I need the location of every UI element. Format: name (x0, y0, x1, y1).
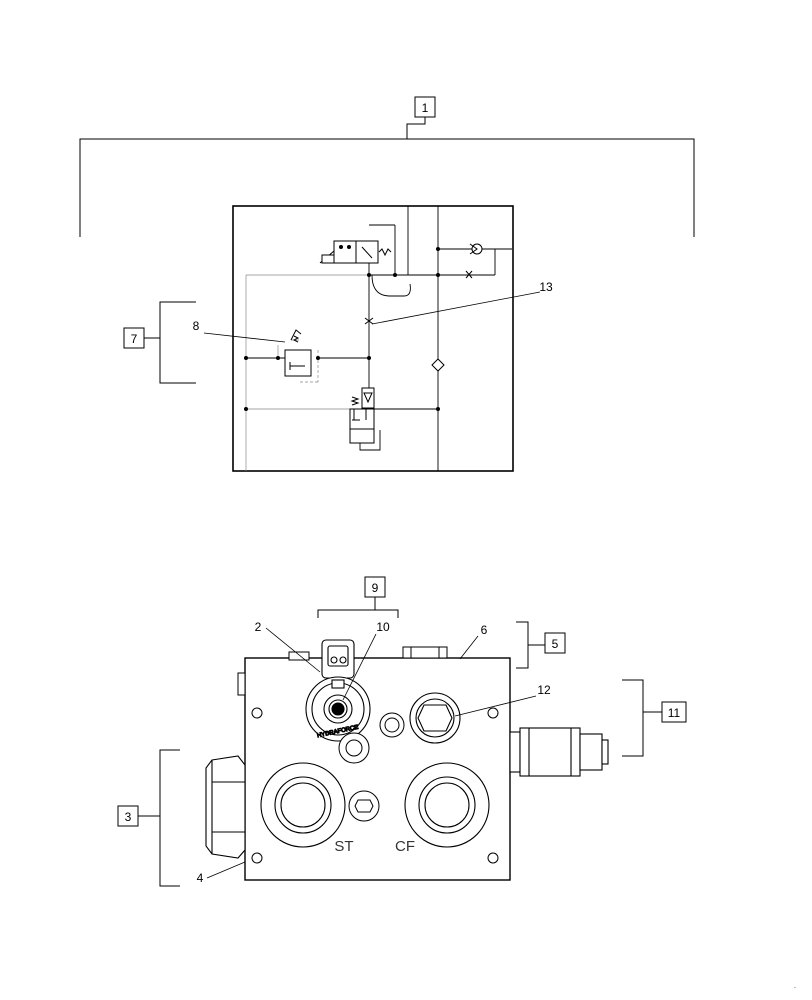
port-st (260, 762, 346, 848)
callout-2: 2 (255, 620, 321, 673)
callout-4: 4 (197, 861, 246, 885)
svg-text:4: 4 (197, 871, 204, 885)
callout-1: 1 (79, 96, 695, 237)
side-pin (237, 672, 246, 696)
svg-text:1: 1 (422, 101, 429, 115)
callout-10: 10 (342, 620, 390, 701)
cartridge-valve-12 (409, 692, 461, 744)
directional-valve-symbol (349, 387, 375, 444)
small-port-plugs (338, 712, 405, 822)
svg-text:10: 10 (376, 620, 390, 634)
svg-text:5: 5 (552, 637, 559, 651)
corner-mark: ` (794, 988, 796, 994)
svg-text:2: 2 (255, 620, 262, 634)
callout-12: 12 (454, 683, 551, 717)
callout-9: 9 (317, 576, 399, 618)
svg-text:8: 8 (193, 319, 200, 333)
relief-valve-symbol (284, 329, 312, 377)
left-port-fitting (205, 755, 246, 859)
svg-text:11: 11 (668, 706, 681, 720)
orifice-symbols (364, 270, 473, 325)
check-valve-vertical (431, 358, 445, 372)
callout-5: 5 (516, 621, 566, 669)
solenoid-valve-symbol (319, 240, 392, 264)
right-cartridge-valve (509, 727, 609, 777)
port-cf (404, 762, 490, 848)
callout-7: 7 (123, 301, 196, 384)
callout-13: 13 (371, 280, 553, 325)
svg-text:7: 7 (131, 332, 138, 346)
schematic-group: 1 (79, 96, 695, 472)
svg-text:6: 6 (481, 623, 488, 637)
valve-block-group: 9 (117, 576, 687, 887)
schematic-pilot-lines (245, 274, 369, 471)
check-valve-symbol (469, 243, 483, 255)
solenoid-coil: HYDRAFORCE (305, 639, 371, 742)
callout-3: 3 (117, 749, 180, 887)
svg-text:12: 12 (537, 683, 551, 697)
coil-base (288, 651, 310, 661)
mounting-holes (251, 707, 499, 864)
junction-dots (244, 247, 440, 411)
top-port-plug (402, 646, 448, 659)
callout-8: 8 (193, 319, 286, 343)
svg-text:9: 9 (372, 581, 379, 595)
port-st-label: ST (334, 838, 353, 855)
port-cf-label: CF (395, 838, 415, 855)
callout-11: 11 (622, 679, 687, 757)
svg-text:13: 13 (539, 280, 553, 294)
svg-text:3: 3 (125, 810, 132, 824)
callout-6: 6 (459, 623, 488, 660)
